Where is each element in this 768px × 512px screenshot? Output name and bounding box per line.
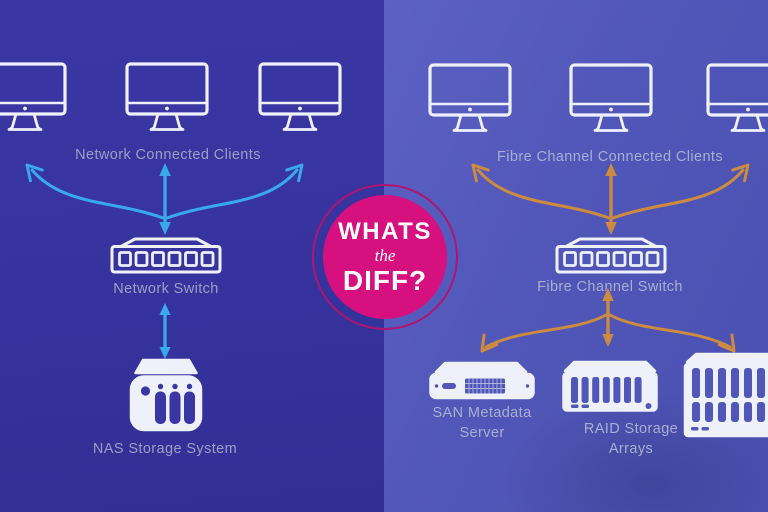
nas-clients-arrows xyxy=(18,162,312,241)
network-clients-label: Network Connected Clients xyxy=(75,147,261,163)
client-monitor-icon xyxy=(428,63,512,133)
badge-ring xyxy=(312,184,458,330)
badge-word-diff: DIFF? xyxy=(342,264,428,296)
san-server-label: SAN Metadata Server xyxy=(432,405,532,441)
raid-arrays-label: RAID Storage Arrays xyxy=(583,421,679,457)
raid-storage-array-large-icon xyxy=(683,352,768,438)
raid-storage-array-icon xyxy=(562,360,658,412)
nas-storage-icon xyxy=(128,358,204,432)
nas-storage-label: NAS Storage System xyxy=(92,441,238,457)
client-monitor-icon xyxy=(258,62,342,132)
fibre-channel-switch-icon xyxy=(555,237,667,274)
client-monitor-icon xyxy=(569,63,653,133)
client-monitor-icon xyxy=(0,62,67,132)
fibre-switch-label: Fibre Channel Switch xyxy=(537,279,683,295)
whats-the-diff-badge: WHATS the DIFF? xyxy=(323,195,447,319)
fibre-clients-label: Fibre Channel Connected Clients xyxy=(497,149,723,165)
nas-switch-storage-arrow xyxy=(158,302,172,365)
badge-word-whats: WHATS xyxy=(338,217,432,245)
client-monitor-icon xyxy=(125,62,209,132)
san-metadata-server-icon xyxy=(429,361,535,400)
badge-word-the: the xyxy=(374,245,396,265)
san-clients-arrows xyxy=(464,162,758,241)
san-switch-storage-arrows xyxy=(462,287,754,364)
network-switch-label: Network Switch xyxy=(113,281,219,297)
network-switch-icon xyxy=(110,237,222,274)
client-monitor-icon xyxy=(706,63,768,133)
